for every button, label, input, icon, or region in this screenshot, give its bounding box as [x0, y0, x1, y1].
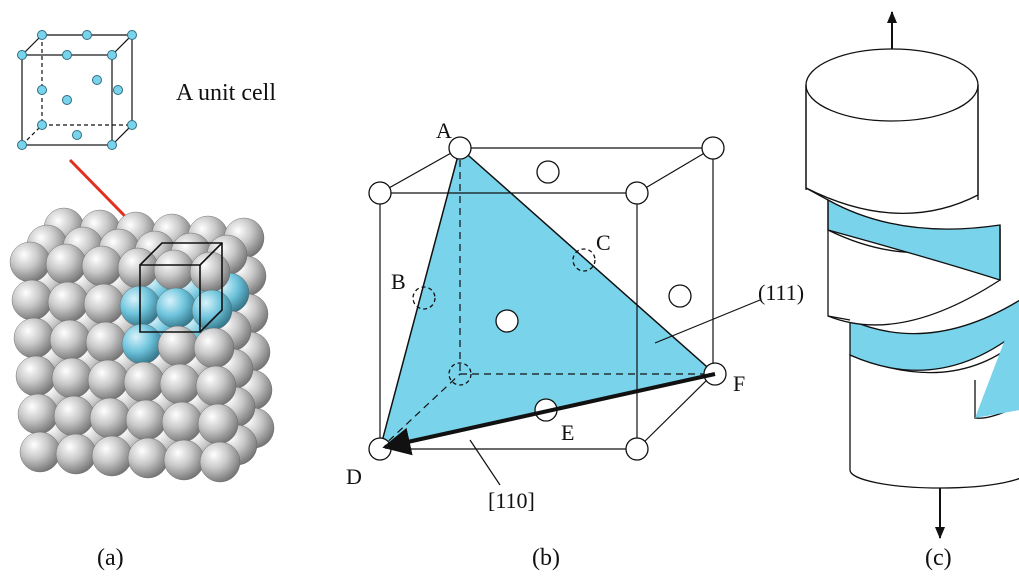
cell-atom-sphere [155, 287, 197, 329]
atom-sphere [81, 245, 123, 287]
cylinder-top-segment [805, 84, 979, 214]
atom-sphere [47, 281, 89, 323]
plane-leader-line [654, 299, 761, 344]
label-f: F [733, 371, 745, 396]
atom-sphere [17, 393, 59, 435]
atom-packing [9, 207, 275, 483]
label-direction-110: [110] [488, 488, 535, 513]
atom-b [412, 286, 436, 310]
atom-c [572, 248, 596, 272]
atom-sphere [193, 327, 235, 369]
atom-sphere [163, 439, 205, 481]
unit-cell-label: A unit cell [176, 80, 276, 106]
label-plane-111: (111) [758, 280, 804, 305]
atom-sphere [51, 357, 93, 399]
label-b: B [391, 269, 406, 294]
panel-b: A B C D E F (111) [110] (b) [346, 118, 804, 571]
atom-sphere [15, 355, 57, 397]
caption-a: (a) [97, 545, 124, 571]
atom-sphere [13, 317, 55, 359]
atom-sphere [195, 365, 237, 407]
direction-110-arrow [382, 372, 716, 456]
atom-sphere [123, 361, 165, 403]
atom-sphere [189, 251, 231, 293]
slip-band-lower [849, 299, 1019, 371]
face-center-atoms [495, 160, 692, 422]
atom-d [368, 437, 392, 461]
atom-sphere [11, 279, 53, 321]
label-d: D [346, 464, 362, 489]
atom-sphere [49, 319, 91, 361]
lower-step-edge [974, 380, 1019, 419]
label-a: A [436, 118, 452, 143]
cylinder-top-face [805, 48, 979, 122]
atom-sphere [159, 363, 201, 405]
atom-a [448, 136, 472, 160]
atom-sphere [161, 401, 203, 443]
atom-sphere [87, 359, 129, 401]
atom-sphere [153, 249, 195, 291]
cell-atom-sphere [191, 289, 233, 331]
atom-sphere [83, 283, 125, 325]
atom-sphere [127, 437, 169, 479]
atom-sphere [9, 241, 51, 283]
atom-sphere [85, 321, 127, 363]
atom-sphere [19, 431, 61, 473]
direction-leader-line [469, 439, 501, 486]
atom-sphere [45, 243, 87, 285]
label-e: E [561, 420, 574, 445]
atom-sphere [199, 441, 241, 483]
cell-atom-sphere [121, 323, 163, 365]
atom-sphere [53, 395, 95, 437]
atom-sphere [91, 435, 133, 477]
atom-sphere [197, 403, 239, 445]
caption-b: (b) [532, 545, 560, 571]
cylinder-bottom-segment [849, 339, 1019, 489]
atom-sphere [89, 397, 131, 439]
caption-c: (c) [925, 545, 952, 571]
atom-sphere [55, 433, 97, 475]
label-c: C [596, 230, 611, 255]
atom-sphere [125, 399, 167, 441]
hidden-atoms [412, 248, 596, 386]
highlighted-cell-cube [139, 242, 223, 333]
unit-cell-atoms [17, 30, 137, 150]
panel-a: A unit cell (a) [9, 30, 276, 571]
panel-c: (c) [805, 11, 1019, 571]
